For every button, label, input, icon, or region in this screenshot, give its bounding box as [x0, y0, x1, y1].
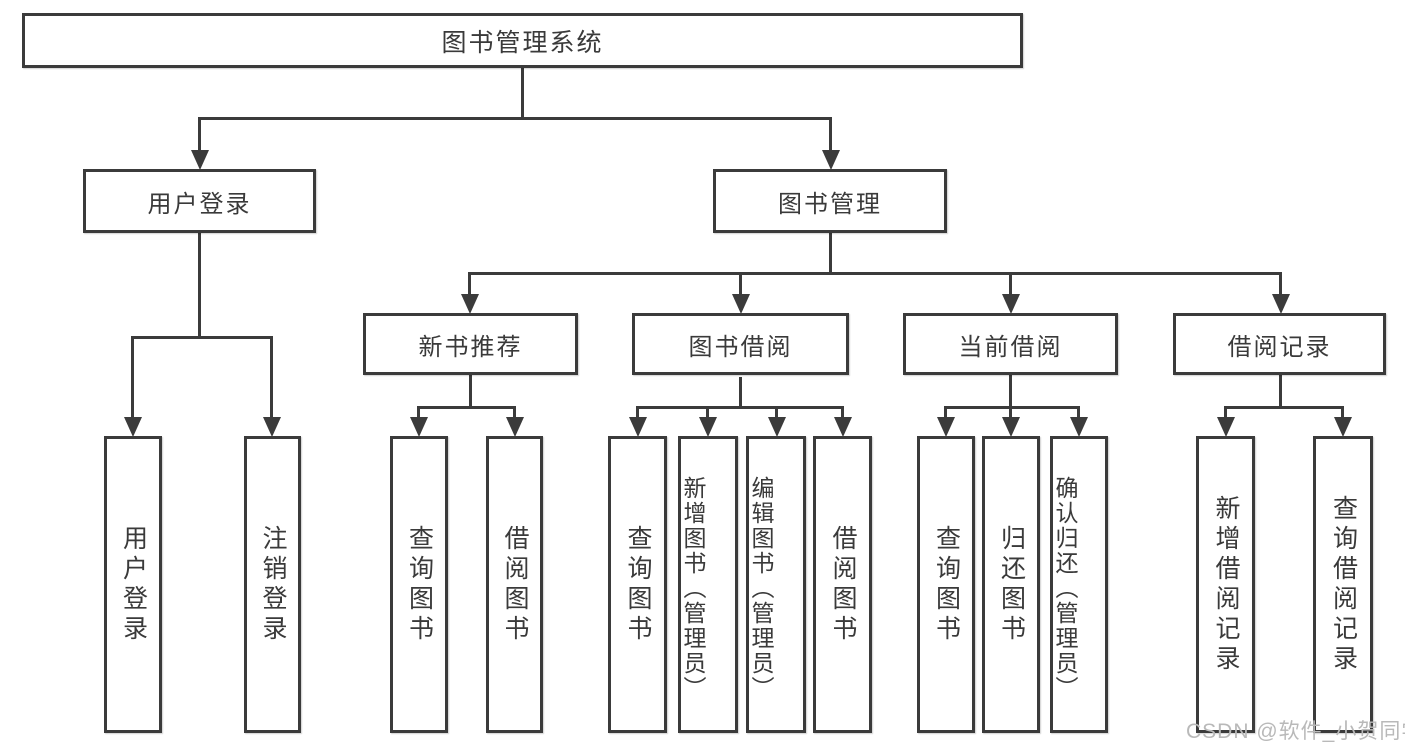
connector-drop-current-borrow: [1009, 272, 1012, 297]
arrowhead-cb-confirm: [1070, 417, 1088, 437]
arrowhead-user-login-leaf: [124, 417, 142, 437]
node-borrowing-records: 借阅记录: [1173, 313, 1386, 375]
node-label: 归还图书: [997, 524, 1026, 645]
node-new-book-recommend: 新书推荐: [363, 313, 578, 375]
connector-drop-bb-borrow: [841, 406, 844, 420]
node-label: 图书管理: [778, 190, 882, 218]
connector-drop-new-book-rec: [468, 272, 471, 297]
leaf-br-query-record: 查询借阅记录: [1313, 436, 1373, 733]
connector-root-bar: [198, 117, 832, 120]
connector-drop-borrow-record: [1279, 272, 1282, 297]
arrowhead-bb-add: [699, 417, 717, 437]
connector-nbr-stub: [469, 375, 472, 409]
arrowhead-nbr-query: [410, 417, 428, 437]
connector-drop-bb-add: [706, 406, 709, 420]
node-label: 新增图书（管理员）: [680, 476, 706, 701]
connector-userlogin-stub: [198, 233, 201, 339]
node-label: 借阅图书: [829, 524, 857, 645]
arrowhead-book-borrow: [732, 294, 750, 314]
leaf-logout: 注销登录: [244, 436, 301, 733]
connector-cb-bar: [944, 406, 1080, 409]
arrowhead-bb-borrow: [834, 417, 852, 437]
leaf-user-login: 用户登录: [104, 436, 162, 733]
connector-root-stub: [521, 68, 524, 120]
arrowhead-cb-query: [937, 417, 955, 437]
node-label: 编辑图书（管理员）: [748, 476, 774, 701]
arrowhead-nbr-borrow: [506, 417, 524, 437]
arrowhead-new-book-rec: [461, 294, 479, 314]
leaf-nbr-query-books: 查询图书: [390, 436, 448, 733]
leaf-bb-edit-books-admin: 编辑图书（管理员）: [746, 436, 806, 733]
arrowhead-br-add: [1217, 417, 1235, 437]
node-label: 查询图书: [624, 524, 652, 645]
connector-drop-user-login: [198, 117, 201, 153]
connector-drop-user-login-leaf: [131, 336, 134, 420]
arrowhead-bb-edit: [768, 417, 786, 437]
arrowhead-logout-leaf: [263, 417, 281, 437]
arrowhead-br-query: [1334, 417, 1352, 437]
node-label: 查询借阅记录: [1329, 494, 1358, 675]
node-user-login: 用户登录: [83, 169, 316, 233]
node-book-management: 图书管理: [713, 169, 947, 233]
connector-drop-bb-edit: [775, 406, 778, 420]
connector-drop-nbr-borrow: [513, 406, 516, 420]
node-library-management-system: 图书管理系统: [22, 13, 1023, 68]
connector-drop-cb-query: [944, 406, 947, 420]
node-label: 用户登录: [147, 190, 252, 218]
connector-drop-logout-leaf: [270, 336, 273, 420]
leaf-bb-query-books: 查询图书: [608, 436, 667, 733]
node-label: 借阅记录: [1227, 333, 1332, 361]
node-label: 用户登录: [119, 524, 148, 645]
connector-nbr-bar: [417, 406, 516, 409]
node-label: 确认归还（管理员）: [1052, 476, 1078, 701]
node-label: 查询图书: [932, 524, 961, 645]
leaf-nbr-borrow-books: 借阅图书: [486, 436, 543, 733]
arrowhead-current-borrow: [1002, 294, 1020, 314]
connector-drop-book-mgmt: [829, 117, 832, 153]
node-label: 新书推荐: [418, 333, 523, 361]
leaf-cb-return-books: 归还图书: [982, 436, 1040, 733]
arrowhead-bb-query: [629, 417, 647, 437]
connector-cb-stub: [1009, 375, 1012, 409]
connector-drop-cb-confirm: [1077, 406, 1080, 420]
connector-drop-cb-return: [1009, 406, 1012, 420]
connector-drop-nbr-query: [417, 406, 420, 420]
node-label: 借阅图书: [501, 524, 529, 645]
node-label: 新增借阅记录: [1212, 494, 1240, 675]
connector-bookmgmt-bar: [468, 272, 1281, 275]
leaf-bb-add-books-admin: 新增图书（管理员）: [678, 436, 738, 733]
leaf-bb-borrow-books: 借阅图书: [813, 436, 872, 733]
node-label: 查询图书: [405, 524, 434, 645]
connector-br-stub: [1279, 375, 1282, 409]
leaf-cb-query-books: 查询图书: [917, 436, 975, 733]
csdn-watermark: CSDN @软件_小贺同学: [1186, 720, 1405, 743]
arrowhead-cb-return: [1002, 417, 1020, 437]
connector-bb-bar: [636, 406, 844, 409]
connector-br-bar: [1224, 406, 1343, 409]
node-label: 注销登录: [259, 524, 287, 645]
connector-drop-bb-query: [636, 406, 639, 420]
connector-drop-br-query: [1341, 406, 1344, 420]
leaf-br-add-record: 新增借阅记录: [1196, 436, 1255, 733]
node-label: 当前借阅: [958, 333, 1063, 361]
connector-bookmgmt-stub: [829, 233, 832, 275]
connector-userlogin-bar: [131, 336, 273, 339]
node-label: 图书借阅: [688, 333, 793, 361]
node-current-borrowing: 当前借阅: [903, 313, 1118, 375]
connector-bb-stub: [739, 377, 742, 409]
arrowhead-book-mgmt: [822, 150, 840, 170]
arrowhead-user-login: [191, 150, 209, 170]
arrowhead-borrow-record: [1272, 294, 1290, 314]
connector-drop-br-add: [1224, 406, 1227, 420]
leaf-cb-confirm-return-admin: 确认归还（管理员）: [1050, 436, 1108, 733]
node-book-borrowing: 图书借阅: [632, 313, 849, 375]
node-label: 图书管理系统: [441, 28, 604, 57]
connector-drop-book-borrow: [739, 272, 742, 297]
